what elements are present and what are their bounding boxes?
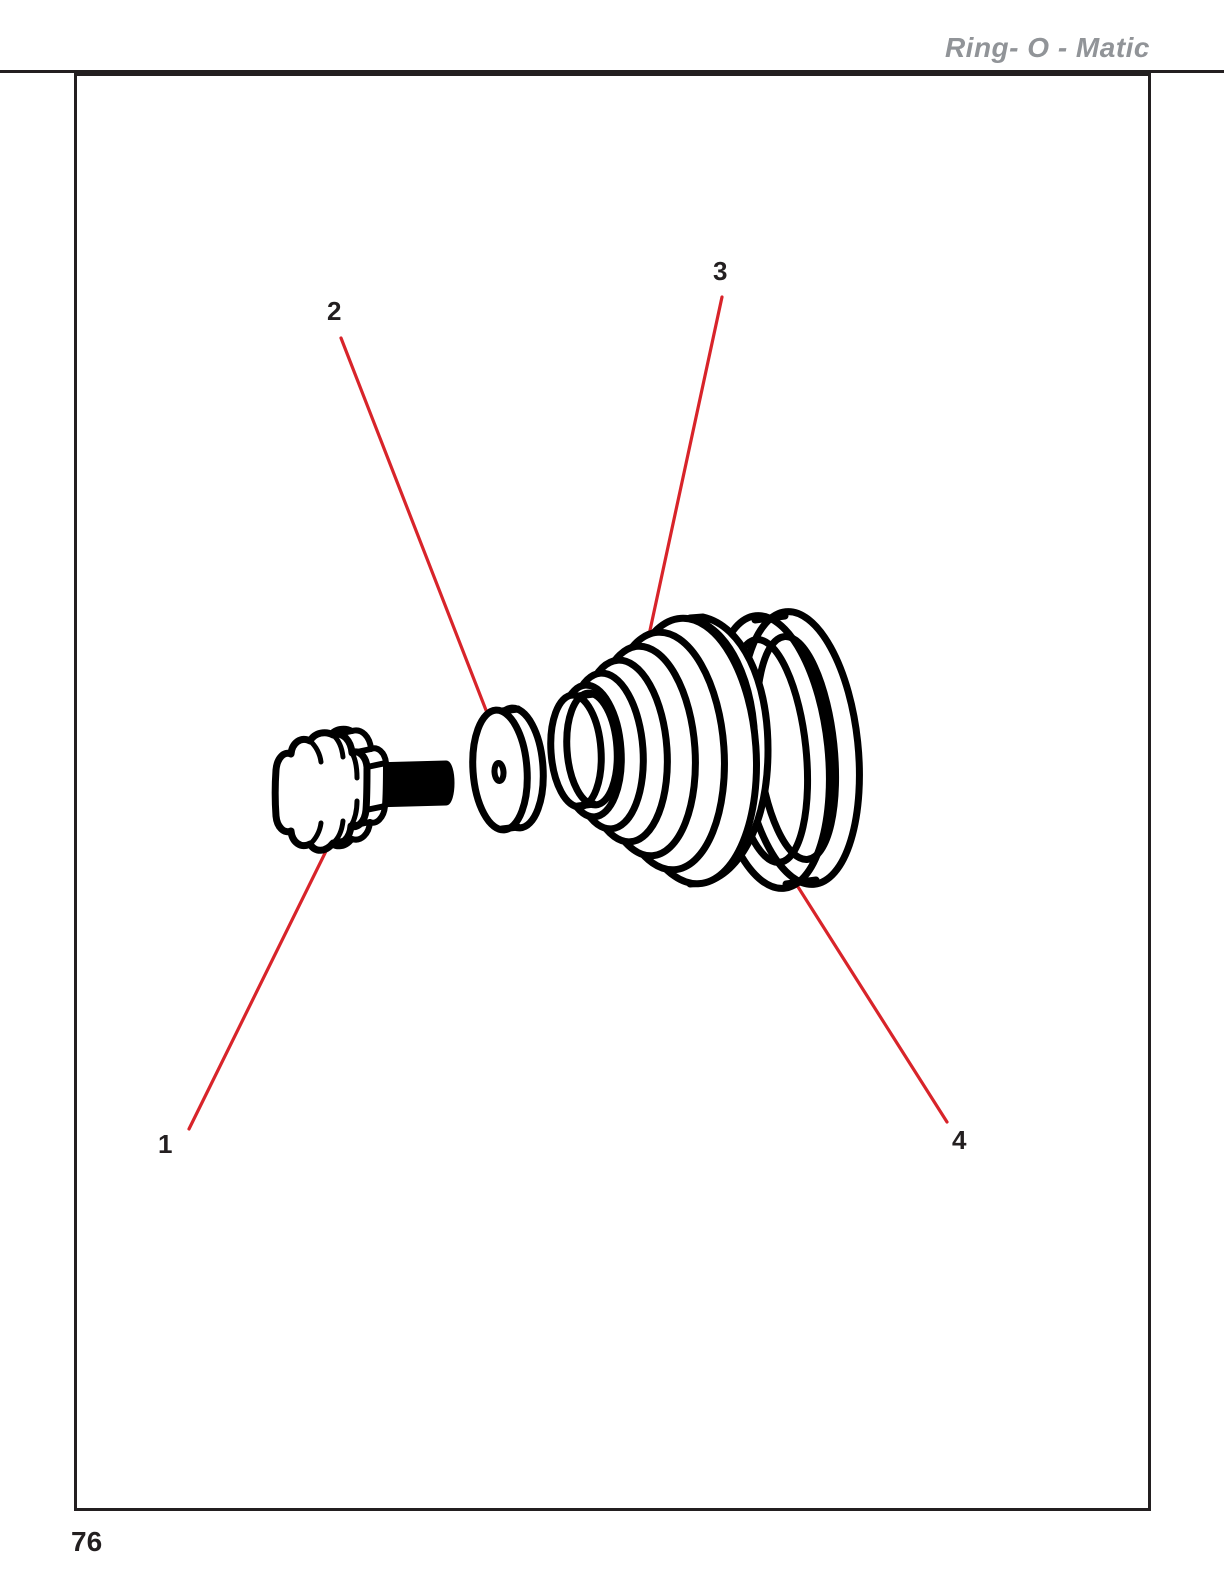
illustration-frame [74, 73, 1151, 1511]
header-divider-rule [0, 70, 1224, 73]
callout-number-4: 4 [952, 1125, 967, 1155]
callout-number-3: 3 [713, 256, 728, 286]
page-number: 76 [71, 1526, 103, 1557]
callout-number-1: 1 [158, 1129, 173, 1159]
callout-number-2: 2 [327, 296, 342, 326]
page-header-brand: Ring- O - Matic [944, 32, 1150, 63]
